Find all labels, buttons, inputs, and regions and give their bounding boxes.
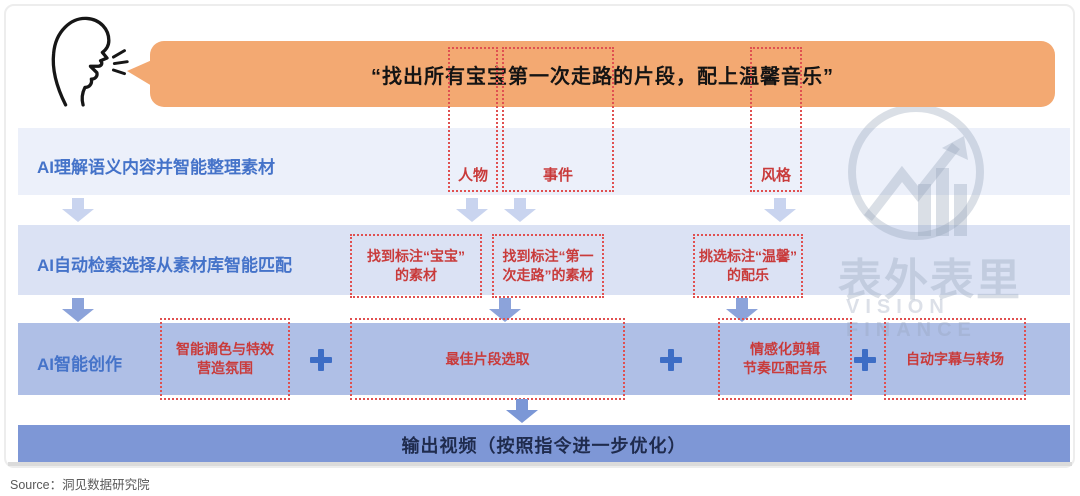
- create-box-subtitles-transitions: 自动字幕与转场: [884, 318, 1026, 400]
- plus-icon: [854, 349, 876, 371]
- down-arrow-icon: [62, 298, 94, 322]
- speech-bubble: “找出所有宝宝第一次走路的片段，配上温馨音乐”: [127, 41, 1055, 107]
- match-box-first-walk: 找到标注“第一 次走路”的素材: [492, 234, 604, 298]
- keyword-event-label: 事件: [542, 167, 573, 184]
- create-box-color-effects: 智能调色与特效 营造氛围: [160, 318, 290, 400]
- create-box-emotional-editing: 情感化剪辑 节奏匹配音乐: [718, 318, 852, 400]
- keyword-connector-person: 人物: [448, 47, 498, 192]
- create-box-best-clips: 最佳片段选取: [350, 318, 625, 400]
- match-box-baby: 找到标注“宝宝” 的素材: [350, 234, 482, 298]
- plus-icon: [310, 349, 332, 371]
- output-video-bar: 输出视频（按照指令进一步优化）: [18, 425, 1070, 465]
- keyword-person-label: 人物: [457, 167, 488, 184]
- speech-bubble-tail: [127, 60, 152, 86]
- speaking-person-icon: [51, 16, 129, 107]
- stage-understand-label: AI理解语义内容并智能整理素材: [37, 158, 275, 177]
- keyword-style-label: 风格: [760, 167, 791, 184]
- down-arrow-icon: [764, 198, 796, 222]
- down-arrow-icon: [504, 198, 536, 222]
- stage-search-row: [18, 225, 1070, 295]
- source-credit: Source：洞见数据研究院: [10, 478, 150, 492]
- plus-icon: [660, 349, 682, 371]
- down-arrow-icon: [456, 198, 488, 222]
- stage-search-label: AI自动检索选择从素材库智能匹配: [37, 256, 292, 275]
- match-box-warm-music: 挑选标注“温馨” 的配乐: [693, 234, 803, 298]
- diagram-card-border: [4, 4, 1075, 468]
- keyword-connector-style: 风格: [750, 47, 802, 192]
- footer-divider: [8, 462, 1072, 466]
- keyword-connector-event: 事件: [502, 47, 614, 192]
- stage-understand-row: [18, 128, 1070, 195]
- down-arrow-icon: [506, 399, 538, 423]
- stage-create-label: AI智能创作: [37, 355, 122, 374]
- voice-command-text: “找出所有宝宝第一次走路的片段，配上温馨音乐”: [371, 65, 834, 88]
- down-arrow-icon: [62, 198, 94, 222]
- stage-create-row: [18, 323, 1070, 395]
